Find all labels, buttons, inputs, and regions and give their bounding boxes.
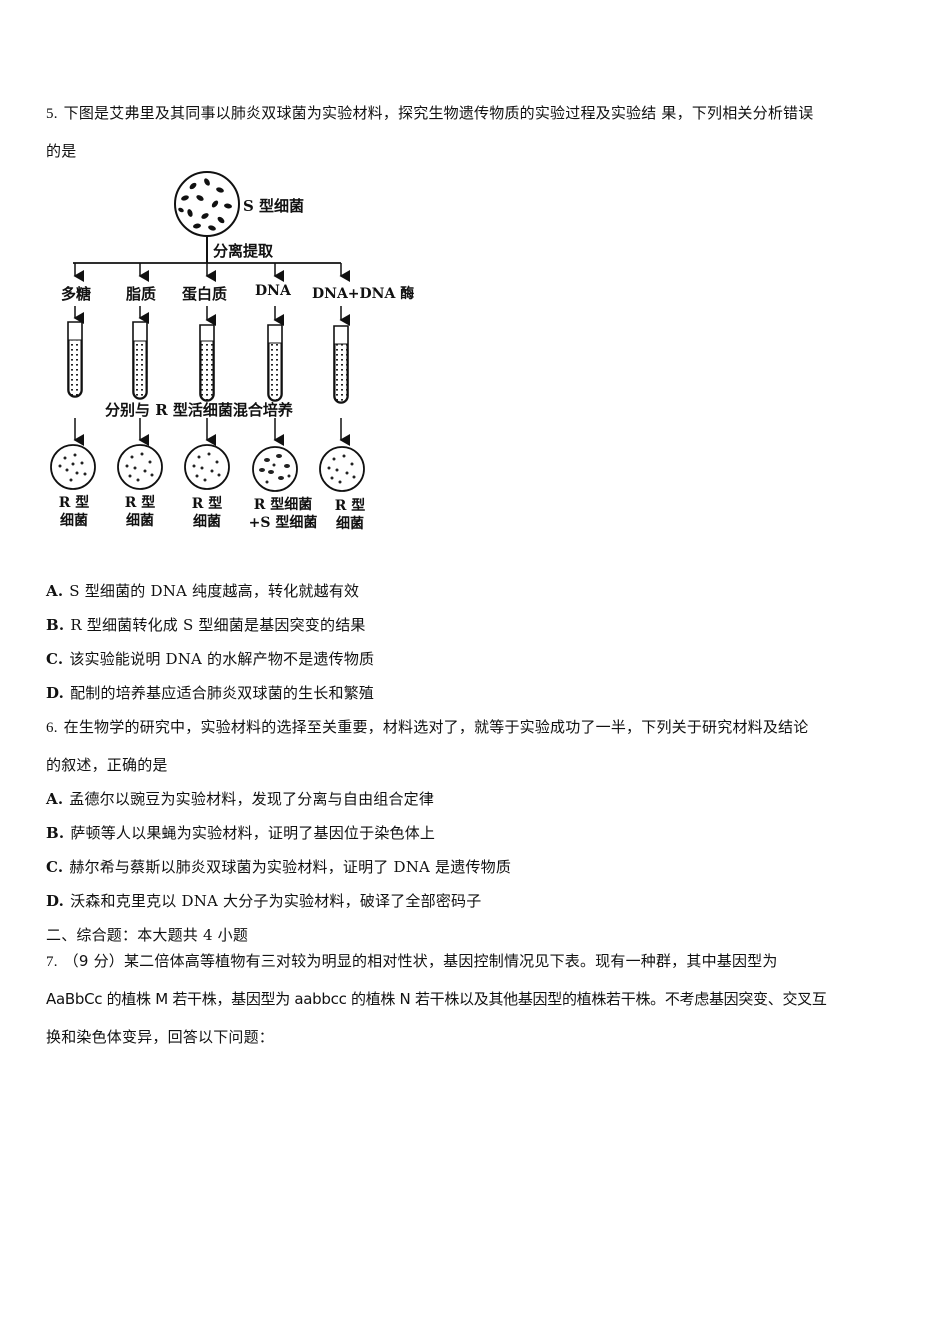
result-1: R 型 细菌: [58, 495, 90, 529]
question-6-stem-line-1: 6.在生物学的研究中，实验材料的选择至关重要，材料选对了，就等于实验成功了一半，…: [46, 718, 809, 736]
question-5-option-b[interactable]: B.R 型细菌转化成 S 型细菌是基因突变的结果: [46, 616, 366, 634]
question-score: （9 分）: [63, 952, 124, 970]
result-5: R 型 细菌: [334, 498, 366, 532]
section-2-heading: 二、综合题：本大题共 4 小题: [46, 926, 249, 944]
question-5-option-d[interactable]: D.配制的培养基应适合肺炎双球菌的生长和繁殖: [46, 684, 375, 702]
result-2: R 型 细菌: [124, 495, 156, 529]
question-6-option-a[interactable]: A.孟德尔以豌豆为实验材料，发现了分离与自由组合定律: [46, 790, 435, 808]
question-number: 7.: [46, 954, 58, 970]
question-7-stem-line-3: 换和染色体变异，回答以下问题：: [46, 1028, 275, 1046]
result-4: R 型细菌 +S 型细菌: [248, 497, 318, 531]
question-5-stem-line-2: 的是: [46, 142, 77, 160]
s-type-bacteria-label: S 型细菌: [243, 197, 305, 215]
question-6-option-b[interactable]: B.萨顿等人以果蝇为实验材料，证明了基因位于染色体上: [46, 824, 436, 842]
question-5-stem-line-1: 5.下图是艾弗里及其同事以肺炎双球菌为实验材料，探究生物遗传物质的实验过程及实验…: [46, 104, 814, 122]
question-6-stem-line-2: 的叙述，正确的是: [46, 756, 168, 774]
mix-culture-label: 分别与 R 型活细菌混合培养: [105, 401, 293, 419]
question-number: 5.: [46, 106, 58, 122]
separate-extract-label: 分离提取: [213, 242, 274, 260]
result-3: R 型 细菌: [191, 496, 223, 530]
question-6-option-c[interactable]: C.赫尔希与蔡斯以肺炎双球菌为实验材料，证明了 DNA 是遗传物质: [46, 858, 512, 876]
question-7-stem-line-1: 7.（9 分）某二倍体高等植物有三对较为明显的相对性状，基因控制情况见下表。现有…: [46, 952, 778, 970]
diagram-lines-icon: [50, 171, 365, 492]
avery-experiment-diagram: S 型细菌 分离提取 多糖 脂质 蛋白质 DNA DNA+DNA 酶 分别与 R…: [45, 168, 425, 538]
question-7-stem-line-2: AaBbCc 的植株 M 若干株，基因型为 aabbcc 的植株 N 若干株以及…: [46, 990, 827, 1008]
question-number: 6.: [46, 720, 58, 736]
component-dna-dnase: DNA+DNA 酶: [312, 286, 415, 302]
component-lipid: 脂质: [126, 285, 157, 303]
question-5-option-a[interactable]: A.S 型细菌的 DNA 纯度越高，转化就越有效: [46, 582, 360, 600]
component-polysaccharide: 多糖: [61, 285, 92, 303]
component-dna: DNA: [255, 283, 291, 299]
question-6-option-d[interactable]: D.沃森和克里克以 DNA 大分子为实验材料，破译了全部密码子: [46, 892, 482, 910]
component-protein: 蛋白质: [182, 285, 228, 303]
question-5-option-c[interactable]: C.该实验能说明 DNA 的水解产物不是遗传物质: [46, 650, 375, 668]
